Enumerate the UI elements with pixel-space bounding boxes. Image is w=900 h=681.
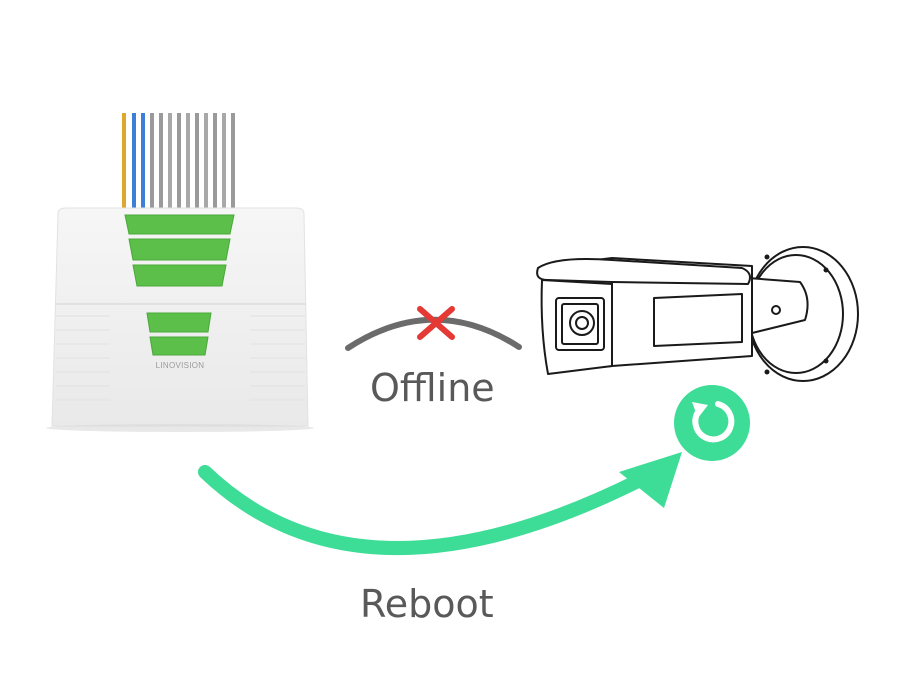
device-wires <box>122 113 235 218</box>
device-brand: LINOVISION <box>156 361 205 370</box>
status-stripes <box>124 214 235 356</box>
offline-label: Offline <box>370 366 495 410</box>
refresh-icon <box>674 385 750 461</box>
curved-arrow-icon <box>198 452 682 556</box>
ip-camera <box>536 246 859 382</box>
network-link <box>345 306 522 351</box>
x-mark-icon <box>417 306 455 340</box>
reboot-label: Reboot <box>360 582 494 626</box>
poe-device: LINOVISION <box>46 113 314 432</box>
